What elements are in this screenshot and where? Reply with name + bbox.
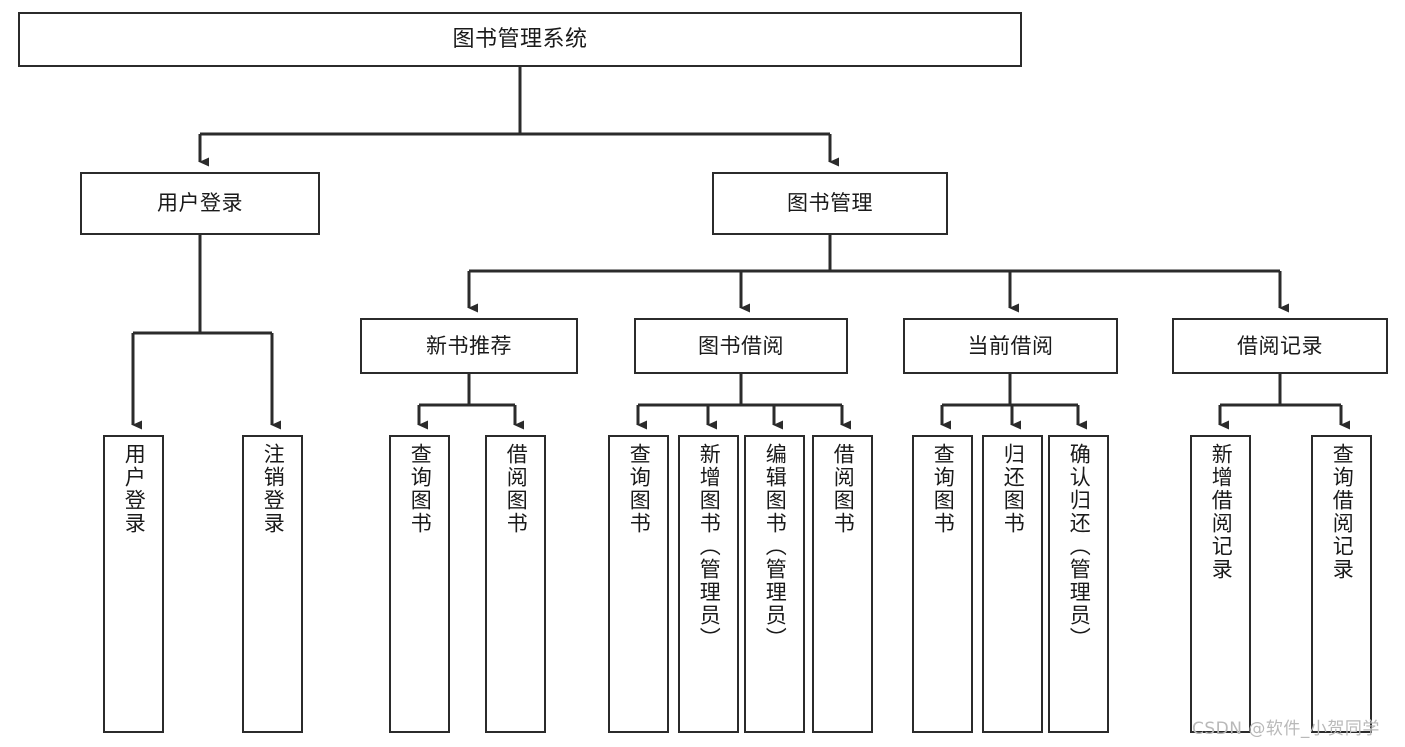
node-book-management[interactable]: 图书管理 [712,172,948,235]
leaf-borrow-books-new-label: 借阅图书 [504,443,529,535]
leaf-add-book-admin[interactable]: 新增图书（管理员） [678,435,739,733]
leaf-logout[interactable]: 注销登录 [242,435,303,733]
leaf-add-borrow-record[interactable]: 新增借阅记录 [1190,435,1251,733]
node-root[interactable]: 图书管理系统 [18,12,1022,67]
leaf-user-login[interactable]: 用户登录 [103,435,164,733]
leaf-query-books-new-label: 查询图书 [408,443,433,535]
leaf-edit-book-admin-label: 编辑图书（管理员） [763,443,788,650]
leaf-query-books-new[interactable]: 查询图书 [389,435,450,733]
leaf-confirm-return-admin[interactable]: 确认归还（管理员） [1048,435,1109,733]
leaf-edit-book-admin[interactable]: 编辑图书（管理员） [744,435,805,733]
node-root-label: 图书管理系统 [452,26,588,52]
leaf-user-login-label: 用户登录 [122,443,147,535]
node-user-login[interactable]: 用户登录 [80,172,320,235]
leaf-query-books-current-label: 查询图书 [931,443,956,535]
node-borrow-records[interactable]: 借阅记录 [1172,318,1388,374]
leaf-borrow-book-label: 借阅图书 [831,443,856,535]
leaf-query-borrow-record-label: 查询借阅记录 [1330,443,1355,581]
node-borrow-records-label: 借阅记录 [1237,333,1323,358]
leaf-return-book[interactable]: 归还图书 [982,435,1043,733]
leaf-query-books-borrow-label: 查询图书 [627,443,652,535]
leaf-return-book-label: 归还图书 [1001,443,1026,535]
leaf-confirm-return-admin-label: 确认归还（管理员） [1067,443,1092,650]
node-current-borrow[interactable]: 当前借阅 [903,318,1118,374]
node-book-borrow[interactable]: 图书借阅 [634,318,848,374]
node-new-book-recommend-label: 新书推荐 [426,333,512,358]
leaf-logout-label: 注销登录 [261,443,286,535]
node-book-management-label: 图书管理 [787,191,873,216]
leaf-query-books-borrow[interactable]: 查询图书 [608,435,669,733]
leaf-add-borrow-record-label: 新增借阅记录 [1209,443,1234,581]
leaf-add-book-admin-label: 新增图书（管理员） [697,443,722,650]
leaf-query-books-current[interactable]: 查询图书 [912,435,973,733]
node-current-borrow-label: 当前借阅 [967,333,1054,358]
node-book-borrow-label: 图书借阅 [698,333,784,358]
leaf-borrow-books-new[interactable]: 借阅图书 [485,435,546,733]
leaf-borrow-book[interactable]: 借阅图书 [812,435,873,733]
leaf-query-borrow-record[interactable]: 查询借阅记录 [1311,435,1372,733]
node-user-login-label: 用户登录 [157,191,243,216]
node-new-book-recommend[interactable]: 新书推荐 [360,318,578,374]
